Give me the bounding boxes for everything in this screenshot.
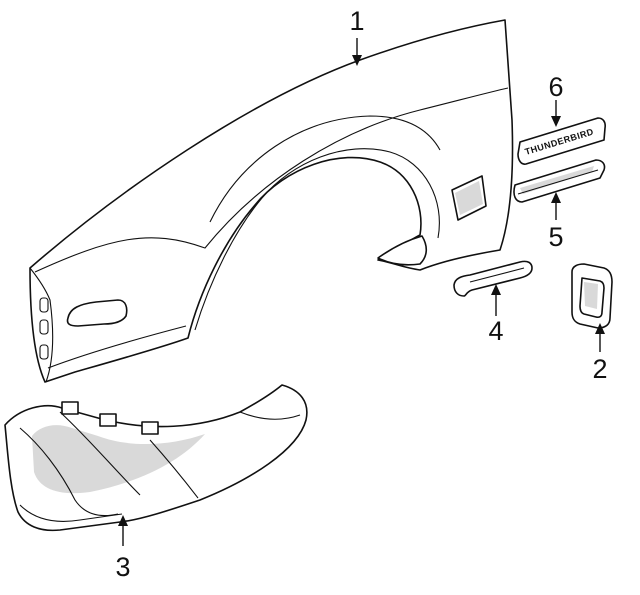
lower-panel-tab-2 <box>99 413 117 427</box>
fender-mount-slot-1 <box>39 297 49 313</box>
molding-strip-part <box>453 260 533 297</box>
lower-panel-tab-3 <box>141 421 159 435</box>
bezel-part <box>571 263 613 329</box>
lower-panel-rib <box>149 439 199 499</box>
fender-mount-slot-2 <box>39 319 49 335</box>
fender-arch-lip <box>194 148 440 331</box>
leader-3 <box>118 515 128 546</box>
fender-marker-lamp <box>66 299 128 327</box>
lower-panel-sweep <box>239 411 301 420</box>
leader-1 <box>352 38 362 66</box>
lower-panel-part <box>4 384 308 532</box>
fender-arch-flap <box>377 235 428 266</box>
callout-6: 6 <box>548 72 563 102</box>
leader-5 <box>551 192 561 220</box>
emblem-part: THUNDERBIRD <box>517 117 606 165</box>
callout-3: 3 <box>115 552 130 582</box>
callout-2: 2 <box>592 354 607 384</box>
lower-panel-tab-1 <box>61 401 79 415</box>
lower-panel-duct-1 <box>19 427 119 517</box>
leader-2 <box>595 323 605 352</box>
lower-panel-bottom-lip <box>19 504 123 522</box>
callout-5: 5 <box>548 222 563 252</box>
fender-lower-crease <box>47 325 187 369</box>
callout-1: 1 <box>349 6 364 36</box>
fender-part <box>29 19 514 383</box>
trim-molding-part <box>513 159 606 203</box>
leader-4 <box>491 284 501 316</box>
fender-arch-lip-2 <box>209 115 441 223</box>
fender-outline <box>29 19 514 383</box>
lower-panel-duct-2 <box>59 411 141 496</box>
fender-front-edge <box>29 267 54 383</box>
callout-4: 4 <box>488 316 503 346</box>
leader-6 <box>551 100 561 127</box>
emblem-plate <box>517 117 606 165</box>
fender-crease <box>34 87 509 273</box>
molding-strip-outline <box>453 260 533 297</box>
fender-mount-slot-3 <box>39 344 49 360</box>
